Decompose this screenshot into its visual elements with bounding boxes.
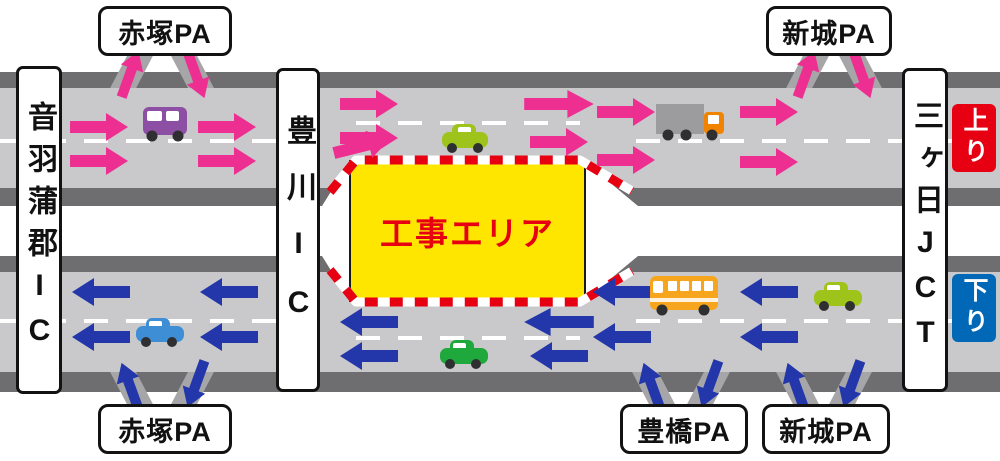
pa-label-toyohashi-bottom: 豊橋PA	[620, 404, 748, 454]
direction-badge-down: 下り	[952, 274, 996, 342]
vehicles	[136, 104, 862, 369]
pa-label-shinshiro-bottom: 新城PA	[762, 404, 890, 454]
construction-zone-label: 工事エリア	[380, 215, 555, 252]
green-car-middle-icon	[440, 340, 488, 369]
bus-icon	[650, 276, 718, 316]
pa-label-shinshiro-top: 新城PA	[766, 6, 892, 56]
direction-badge-up: 上り	[952, 104, 996, 172]
lime-car-top-icon	[442, 124, 488, 153]
blue-car-icon	[136, 318, 184, 347]
pa-label-akatsuka-top: 赤塚PA	[98, 6, 232, 56]
truck-icon	[656, 104, 724, 141]
lime-car-right-icon	[814, 282, 862, 311]
ic-label-toyokawa: 豊川IC	[276, 68, 320, 392]
pa-label-akatsuka-bottom: 赤塚PA	[98, 404, 232, 454]
jct-label-mikkabi: 三ヶ日JCT	[902, 68, 948, 392]
purple-van-icon	[143, 107, 187, 142]
ic-label-otowa-gamagori: 音羽蒲郡IC	[16, 66, 62, 394]
